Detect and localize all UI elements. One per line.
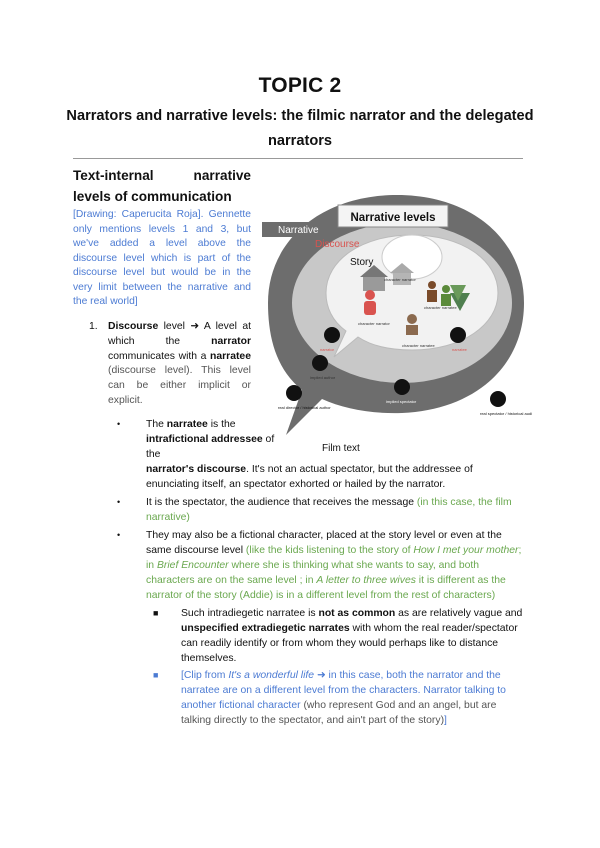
svg-text:character narratee: character narratee — [402, 343, 435, 348]
intro-note: [Drawing: Caperucita Roja]. Gennette onl… — [73, 209, 251, 307]
svg-text:character narrator: character narrator — [358, 321, 390, 326]
svg-text:character narrator: character narrator — [384, 277, 416, 282]
real-director-icon — [286, 385, 302, 401]
label-discourse: Discourse — [315, 239, 360, 250]
svg-text:real director / historical aut: real director / historical author — [278, 405, 331, 410]
bullet-item: • The narratee is the intrafictional add… — [117, 419, 473, 490]
narratee-head-icon — [450, 327, 466, 343]
narrator-head-icon — [324, 327, 340, 343]
svg-text:implied author: implied author — [310, 375, 336, 380]
section-heading: Text-internal narrative levels of commun… — [73, 168, 251, 204]
svg-text:implied spectator: implied spectator — [386, 399, 417, 404]
list-number: 1. — [89, 321, 98, 332]
label-narrative: Narrative — [278, 225, 319, 236]
story-bubble — [325, 234, 499, 358]
page-subtitle: Narrators and narrative levels: the film… — [66, 108, 534, 149]
sub-bullet-item: ■ Such intradiegetic narratee is not as … — [153, 608, 523, 664]
implied-spectator-icon — [394, 379, 410, 395]
bullet-dot-icon: • — [117, 419, 121, 429]
diagram-title-box — [337, 204, 449, 228]
sub-bullet-dot-icon: ■ — [153, 608, 159, 618]
svg-text:narrator: narrator — [320, 347, 335, 352]
bullet-item: • It is the spectator, the audience that… — [117, 497, 512, 523]
diagram-title: Narrative levels — [350, 212, 435, 224]
implied-author-icon — [312, 355, 328, 371]
divider — [73, 158, 523, 159]
list-item-text: Discourse level ➜ A level at which the n… — [108, 321, 251, 406]
svg-text:narratee: narratee — [452, 347, 468, 352]
svg-text:character narratee: character narratee — [424, 305, 457, 310]
sub-bullet-dot-icon: ■ — [153, 670, 159, 680]
bullet-dot-icon: • — [117, 497, 121, 507]
bullet-list: • The narratee is the intrafictional add… — [117, 417, 527, 728]
list-item-1: 1. Discourse level ➜ A level at which th… — [89, 320, 251, 409]
bullet-item: • They may also be a fictional character… — [117, 530, 522, 601]
page-title: TOPIC 2 — [258, 74, 342, 97]
sub-bullet-item: ■ [Clip from It's a wonderful life ➜ in … — [153, 670, 506, 726]
label-film-text: Film text — [322, 443, 360, 454]
narrative-levels-diagram: Narrative levels Narrative Discourse Sto… — [262, 185, 541, 455]
label-story: Story — [350, 257, 373, 268]
real-spectator-icon — [490, 391, 506, 407]
svg-text:real spectator / historical au: real spectator / historical audience — [480, 411, 532, 416]
bullet-dot-icon: • — [117, 530, 121, 540]
